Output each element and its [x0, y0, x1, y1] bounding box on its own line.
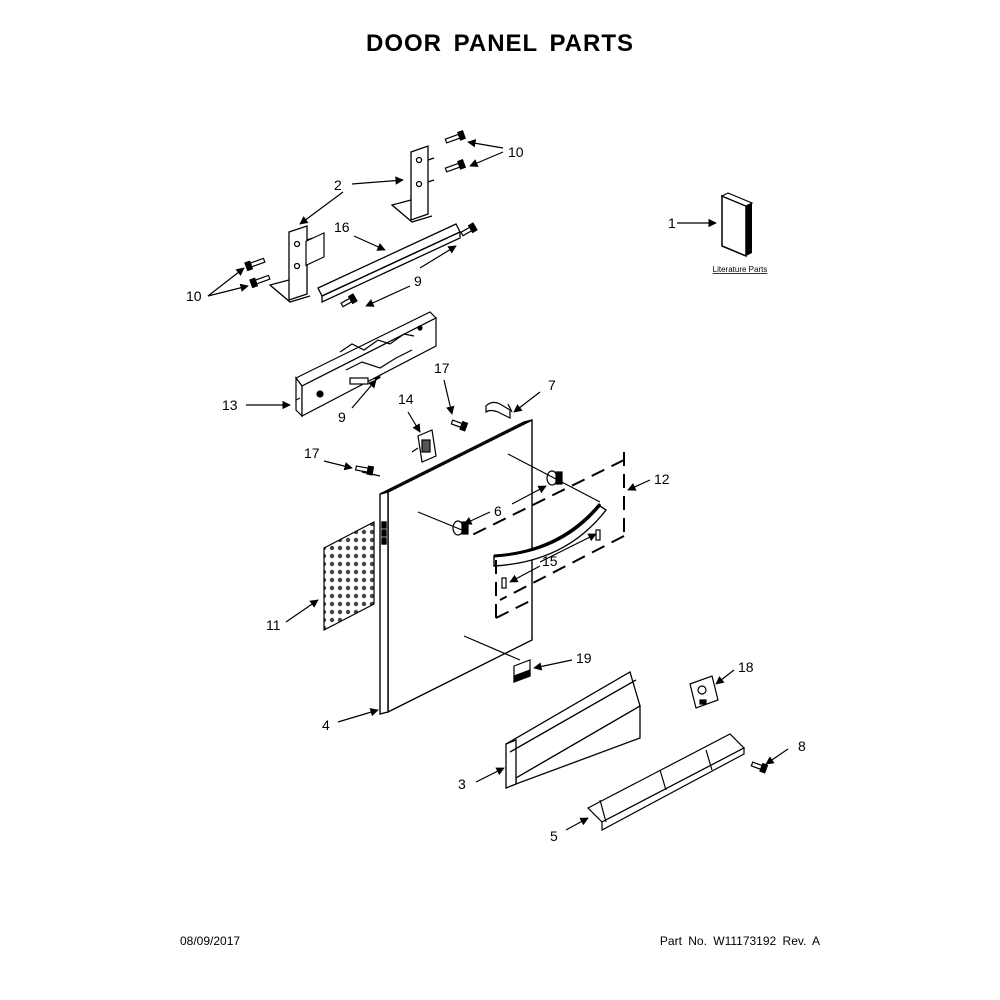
callout-16: 16 — [334, 219, 350, 235]
footer-part-number: Part No. W11173192 Rev. A — [659, 934, 820, 948]
screws-17[interactable] — [354, 418, 469, 476]
callout-3: 3 — [458, 776, 466, 792]
footer-date: 08/09/2017 — [180, 934, 241, 948]
callout-17-lower: 17 — [304, 445, 320, 461]
assembly-long-lines — [361, 453, 601, 661]
door-label-tab[interactable] — [513, 659, 531, 683]
literature-parts-label: Literature Parts — [713, 265, 768, 274]
door-support-bar[interactable] — [317, 223, 461, 304]
door-handle[interactable] — [493, 503, 608, 567]
door-clip[interactable] — [485, 401, 513, 419]
callout-5: 5 — [550, 828, 558, 844]
toe-panel[interactable] — [505, 671, 641, 789]
screw-8[interactable] — [750, 760, 769, 774]
callout-10-upper: 10 — [508, 144, 524, 160]
door-insulation[interactable] — [323, 521, 375, 631]
callout-17-upper: 17 — [434, 360, 450, 376]
kickplate-bracket[interactable] — [586, 733, 746, 832]
callout-11: 11 — [266, 617, 281, 633]
literature-parts[interactable]: Literature Parts — [713, 192, 768, 274]
callout-18: 18 — [738, 659, 754, 675]
hinge-cover[interactable] — [689, 675, 719, 709]
callout-12: 12 — [654, 471, 670, 487]
callout-8: 8 — [798, 738, 806, 754]
callout-9-lower: 9 — [338, 409, 346, 425]
door-hinge-bracket-right[interactable] — [390, 145, 435, 223]
callout-7: 7 — [548, 377, 556, 393]
outer-door-panel[interactable] — [379, 418, 533, 715]
screws-top[interactable] — [244, 129, 478, 381]
callout-9-upper: 9 — [414, 273, 422, 289]
callout-arrows — [207, 139, 789, 831]
callout-13: 13 — [222, 397, 238, 413]
callout-6: 6 — [494, 503, 502, 519]
control-panel-housing[interactable] — [295, 232, 438, 418]
callout-2: 2 — [334, 177, 342, 193]
callout-14: 14 — [398, 391, 414, 407]
page-title: DOOR PANEL PARTS — [365, 30, 635, 57]
door-latch[interactable] — [411, 429, 437, 463]
assembly-guide-lines — [469, 452, 625, 619]
callout-10-lower: 10 — [186, 288, 202, 304]
callout-1: 1 — [668, 215, 676, 231]
callout-4: 4 — [322, 717, 330, 733]
callout-19: 19 — [576, 650, 592, 666]
callout-labels: 1 2 3 4 5 6 7 8 9 9 10 10 11 12 13 14 15… — [186, 144, 806, 844]
callout-15: 15 — [542, 553, 558, 569]
